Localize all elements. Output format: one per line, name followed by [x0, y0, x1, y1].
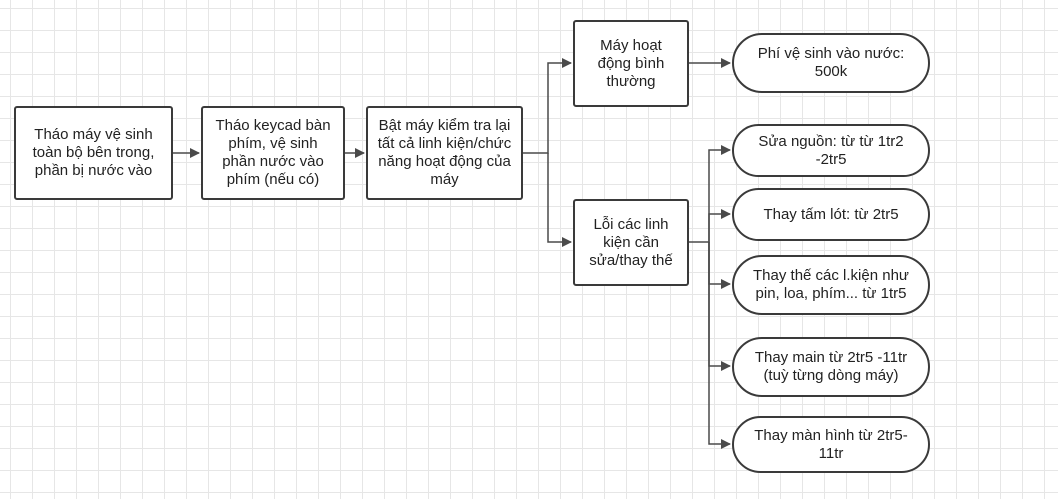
step-power-on-check: Bật máy kiểm tra lại tất cả linh kiện/ch… — [366, 106, 523, 200]
price-power-repair-label: Sửa nguồn: từ từ 1tr2 -2tr5 — [758, 132, 904, 168]
price-screen-replacement: Thay màn hình từ 2tr5-11tr — [732, 416, 930, 473]
price-cleaning-fee: Phí vệ sinh vào nước: 500k — [732, 33, 930, 93]
step-disassemble-clean-label: Tháo máy vệ sinh toàn bộ bên trong, phần… — [32, 126, 155, 179]
step-remove-keycaps-label: Tháo keycad bàn phím, vệ sinh phần nước … — [215, 117, 331, 188]
result-working-normally-label: Máy hoạt động bình thường — [597, 36, 665, 90]
step-disassemble-clean: Tháo máy vệ sinh toàn bộ bên trong, phần… — [14, 106, 173, 200]
price-cleaning-fee-label: Phí vệ sinh vào nước: 500k — [757, 45, 905, 80]
price-power-repair: Sửa nguồn: từ từ 1tr2 -2tr5 — [732, 124, 930, 177]
arrow-faulty-to-power — [689, 145, 731, 243]
price-pad-replacement: Thay tấm lót: từ 2tr5 — [732, 188, 930, 241]
step-remove-keycaps: Tháo keycad bàn phím, vệ sinh phần nước … — [201, 106, 345, 200]
price-pad-replacement-label: Thay tấm lót: từ 2tr5 — [763, 205, 899, 223]
price-mainboard-replacement: Thay main từ 2tr5 -11tr (tuỳ từng dòng m… — [732, 337, 930, 397]
result-working-normally: Máy hoạt động bình thường — [573, 20, 689, 107]
arrow-faulty-to-pad — [708, 209, 731, 242]
arrow-faulty-to-main — [708, 242, 731, 371]
step-power-on-check-label: Bật máy kiểm tra lại tất cả linh kiện/ch… — [377, 117, 512, 188]
result-faulty-components-label: Lỗi các linh kiện cần sửa/thay thế — [589, 215, 673, 269]
price-screen-replacement-label: Thay màn hình từ 2tr5-11tr — [754, 426, 908, 462]
result-faulty-components: Lỗi các linh kiện cần sửa/thay thế — [573, 199, 689, 286]
arrow-faulty-to-screen — [708, 242, 731, 449]
arrow-step3-to-normal — [523, 58, 572, 154]
arrow-step3-to-faulty — [547, 153, 572, 247]
price-parts-replacement: Thay thế các l.kiện như pin, loa, phím..… — [732, 255, 930, 315]
price-parts-replacement-label: Thay thế các l.kiện như pin, loa, phím..… — [753, 267, 909, 302]
price-mainboard-replacement-label: Thay main từ 2tr5 -11tr (tuỳ từng dòng m… — [754, 349, 908, 384]
arrow-faulty-to-parts — [708, 242, 731, 289]
